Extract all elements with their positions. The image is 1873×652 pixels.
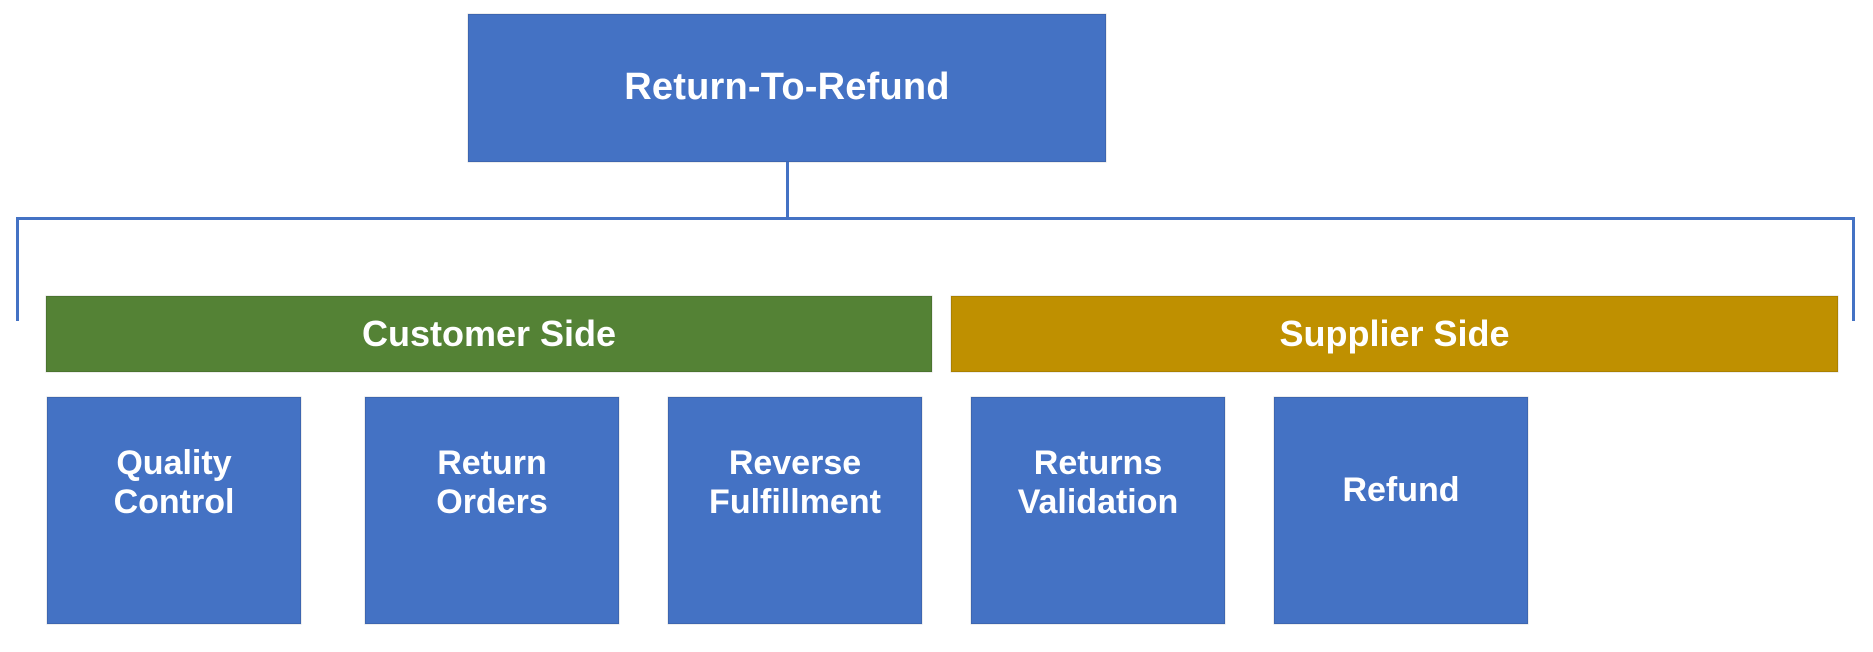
connector-root-vertical: [786, 162, 789, 219]
connector-horizontal-bus: [16, 217, 1855, 220]
connector-right-branch: [1852, 217, 1855, 321]
node-leaf-reverse-fulfillment[interactable]: Reverse Fulfillment: [668, 397, 922, 624]
node-leaf-refund[interactable]: Refund: [1274, 397, 1528, 624]
node-leaf-quality-control[interactable]: Quality Control: [47, 397, 301, 624]
node-root-return-to-refund[interactable]: Return-To-Refund: [468, 14, 1106, 162]
node-leaf-returns-validation[interactable]: Returns Validation: [971, 397, 1225, 624]
node-group-supplier-side[interactable]: Supplier Side: [951, 296, 1838, 372]
node-group-customer-side[interactable]: Customer Side: [46, 296, 932, 372]
node-leaf-return-orders[interactable]: Return Orders: [365, 397, 619, 624]
connector-left-branch: [16, 217, 19, 321]
